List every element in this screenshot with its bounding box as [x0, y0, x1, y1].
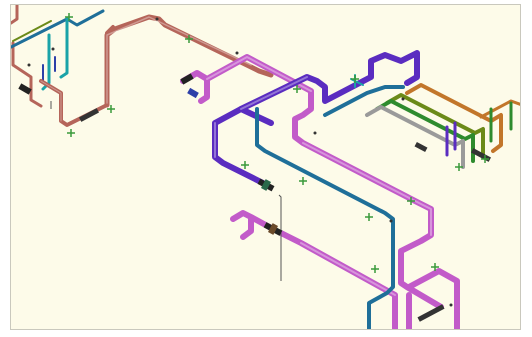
green-cross-support-icon: [455, 163, 463, 171]
green-cross-support-icon: [431, 263, 439, 271]
green-cross-support-icon: [67, 129, 75, 137]
pipe-green-header[interactable]: [375, 99, 475, 163]
valve-icon[interactable]: [180, 73, 194, 85]
supports-group: [65, 13, 489, 273]
teal-pipe-run[interactable]: [255, 85, 405, 330]
pipe-blue-small-left[interactable]: [42, 56, 56, 82]
green-cross-support-icon: [407, 197, 415, 205]
weld-marker-icon: [235, 51, 239, 55]
right-header-bundle[interactable]: [350, 74, 521, 169]
pipe-copper-main[interactable]: [104, 14, 274, 108]
weld-marker-icon: [389, 219, 393, 223]
green-cross-support-icon: [107, 105, 115, 113]
valve-icon[interactable]: [78, 108, 100, 122]
purple-pipe-run[interactable]: [212, 50, 420, 186]
pipe-purple-main[interactable]: [212, 106, 274, 186]
pipe-gray-header[interactable]: [365, 105, 465, 169]
valve-icon[interactable]: [417, 304, 445, 322]
isometric-piping-viewport[interactable]: [10, 4, 521, 330]
pipe-purple-header-stub[interactable]: [445, 121, 457, 157]
left-pipe-cluster[interactable]: [11, 5, 115, 127]
green-cross-support-icon: [371, 265, 379, 273]
leader-lines: [50, 101, 282, 281]
valve-icon[interactable]: [257, 177, 276, 193]
pipe-copper-top-left[interactable]: [11, 5, 19, 25]
green-cross-support-icon: [293, 85, 301, 93]
green-cross-support-icon: [351, 75, 359, 83]
pipe-cyan-left-drop[interactable]: [41, 17, 69, 91]
pipe-magenta-right-drop[interactable]: [406, 268, 460, 330]
pipe-copper-lower-left[interactable]: [39, 25, 115, 127]
green-cross-support-icon: [365, 213, 373, 221]
weld-marker-icon: [155, 17, 159, 21]
pipe-olive-header[interactable]: [385, 93, 485, 157]
weld-marker-icon: [313, 131, 317, 135]
pipe-copper-left-vertical[interactable]: [11, 41, 43, 108]
valve-icon[interactable]: [263, 220, 284, 237]
pipe-olive-left[interactable]: [12, 20, 52, 42]
piping-canvas[interactable]: [11, 5, 521, 330]
pipe-orange-header[interactable]: [405, 83, 503, 153]
pipe-teal-left-branch[interactable]: [11, 9, 105, 49]
valve-icon[interactable]: [187, 87, 199, 99]
pipe-green-right[interactable]: [489, 101, 513, 143]
weld-marker-icon: [27, 63, 31, 67]
pipe-teal-upper[interactable]: [323, 85, 405, 117]
valve-icon[interactable]: [414, 141, 428, 153]
pipe-purple-upper[interactable]: [238, 50, 420, 112]
copper-main-run[interactable]: [104, 14, 274, 108]
weld-marker-icon: [401, 97, 405, 101]
valves-group[interactable]: [18, 73, 492, 322]
valve-icon[interactable]: [18, 83, 32, 95]
pipe-teal-main[interactable]: [255, 107, 395, 330]
weld-marker-icon: [449, 303, 453, 307]
weld-marker-icon: [51, 47, 55, 51]
green-cross-support-icon: [481, 155, 489, 163]
magenta-pipe-run[interactable]: [180, 54, 460, 330]
green-cross-support-icon: [185, 35, 193, 43]
pipe-magenta-main[interactable]: [180, 54, 444, 310]
green-cross-support-icon: [299, 177, 307, 185]
green-cross-support-icon: [241, 161, 249, 169]
green-cross-support-icon: [65, 13, 73, 21]
weld-markers-group: [27, 17, 453, 307]
